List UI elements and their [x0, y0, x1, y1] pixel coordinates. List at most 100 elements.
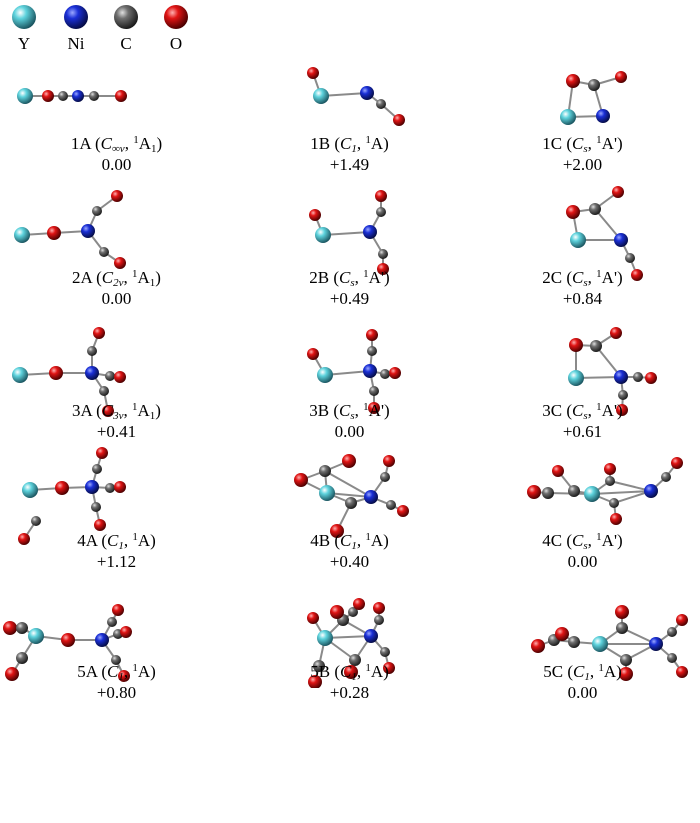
carbon-atom — [542, 487, 554, 499]
isomer-structure-3c — [568, 327, 657, 416]
electronic-state: 1A — [598, 662, 617, 681]
carbon-atom — [87, 346, 97, 356]
yttrium-atom — [570, 232, 586, 248]
carbon-atom — [99, 247, 109, 257]
yttrium-atom — [22, 482, 38, 498]
oxygen-atom — [531, 639, 545, 653]
isomer-structure-4a — [18, 447, 126, 545]
point-group: Cs — [572, 531, 588, 552]
isomer-caption: 4B (C1, 1A) — [310, 531, 389, 552]
bond — [609, 480, 652, 492]
oxygen-atom — [3, 621, 17, 635]
oxygen-atom — [397, 505, 409, 517]
electronic-state: 1A' — [363, 268, 385, 287]
relative-energy: +0.40 — [329, 552, 370, 571]
yttrium-atom — [14, 227, 30, 243]
electronic-state: 1A' — [596, 401, 618, 420]
yttrium-atom — [584, 486, 600, 502]
relative-energy: +1.12 — [96, 552, 137, 571]
point-group: Cs — [339, 401, 355, 422]
nickel-atom — [85, 366, 99, 380]
oxygen-atom — [93, 327, 105, 339]
carbon-atom — [349, 654, 361, 666]
point-group: C∞v — [100, 134, 125, 155]
relative-energy: 0.00 — [101, 289, 132, 308]
oxygen-atom — [18, 533, 30, 545]
carbon-atom — [92, 464, 102, 474]
yttrium-atom — [28, 628, 44, 644]
relative-energy: +0.84 — [562, 289, 603, 308]
electronic-state: 1A1 — [132, 268, 156, 289]
isomer-panel-4a: 4A (C1, 1A)+1.12 — [0, 393, 233, 571]
legend-swatches — [12, 5, 188, 29]
electronic-state: 1A — [365, 134, 384, 153]
oxygen-atom — [294, 473, 308, 487]
legend-label-o: O — [169, 34, 183, 53]
nickel-atom — [72, 90, 84, 102]
oxygen-atom — [612, 186, 624, 198]
point-group: Cs — [572, 134, 588, 155]
oxygen-atom — [671, 457, 683, 469]
oxygen-atom — [330, 605, 344, 619]
carbon-atom — [620, 654, 632, 666]
point-group: C1 — [106, 662, 124, 683]
carbon-atom — [568, 485, 580, 497]
carbon-atom — [107, 617, 117, 627]
nickel-atom — [649, 637, 663, 651]
yttrium-atom — [568, 370, 584, 386]
isomer-caption: 2A (C2v, 1A1) — [72, 268, 161, 289]
isomer-structure-5a — [3, 604, 132, 682]
oxygen-atom — [114, 481, 126, 493]
oxygen-atom — [383, 662, 395, 674]
isomer-label: 1A — [70, 134, 91, 153]
carbon-atom — [625, 253, 635, 263]
carbon-atom — [91, 502, 101, 512]
oxygen-atom — [307, 612, 319, 624]
isomer-caption: 5B (C1, 1A) — [310, 662, 389, 683]
carbon-atom — [588, 79, 600, 91]
isomer-structure-2a — [14, 190, 126, 269]
isomer-label: 2B — [309, 268, 330, 287]
carbon-atom — [89, 91, 99, 101]
isomer-caption: 3C (Cs, 1A') — [542, 401, 623, 422]
isomer-panel-3c: 3C (Cs, 1A')+0.61 — [466, 263, 699, 441]
isomer-panel-5a: 5A (C1, 1A)+0.80 — [0, 524, 233, 702]
relative-energy: +0.49 — [329, 289, 370, 308]
point-group: C2v — [101, 268, 124, 289]
oxygen-atom — [566, 74, 580, 88]
nickel-atom — [644, 484, 658, 498]
legend-label-ni: Ni — [67, 34, 85, 53]
electronic-state: 1A — [365, 531, 384, 550]
oxygen-atom — [616, 404, 628, 416]
isomer-caption: 5A (C1, 1A) — [77, 662, 156, 683]
nickel-atom — [95, 633, 109, 647]
carbon-atom — [319, 465, 331, 477]
carbon-atom — [618, 390, 628, 400]
oxygen-atom — [368, 402, 380, 414]
legend-label-c: C — [120, 34, 132, 53]
yttrium-atom — [317, 630, 333, 646]
oxygen-atom — [42, 90, 54, 102]
legend-o-swatch — [164, 5, 188, 29]
isomer-label: 3A — [72, 401, 92, 420]
oxygen-atom — [604, 463, 616, 475]
carbon-atom — [380, 472, 390, 482]
electronic-state: 1A — [365, 662, 384, 681]
oxygen-atom — [377, 263, 389, 275]
carbon-atom — [374, 615, 384, 625]
oxygen-atom — [344, 665, 358, 679]
isomer-panel-3b: 3B (Cs, 1A')0.00 — [233, 263, 466, 441]
isomer-label: 3B — [309, 401, 330, 420]
relative-energy: 0.00 — [567, 683, 598, 702]
oxygen-atom — [610, 513, 622, 525]
oxygen-atom — [555, 627, 569, 641]
isomer-structure-5b — [307, 598, 395, 688]
isomer-structure-1a — [17, 88, 127, 104]
nickel-atom — [363, 225, 377, 239]
oxygen-atom — [307, 348, 319, 360]
carbon-atom — [369, 386, 379, 396]
point-group: C1 — [339, 531, 357, 552]
isomer-label: 2A — [72, 268, 92, 287]
nickel-atom — [363, 364, 377, 378]
isomer-structure-5c — [531, 605, 688, 681]
